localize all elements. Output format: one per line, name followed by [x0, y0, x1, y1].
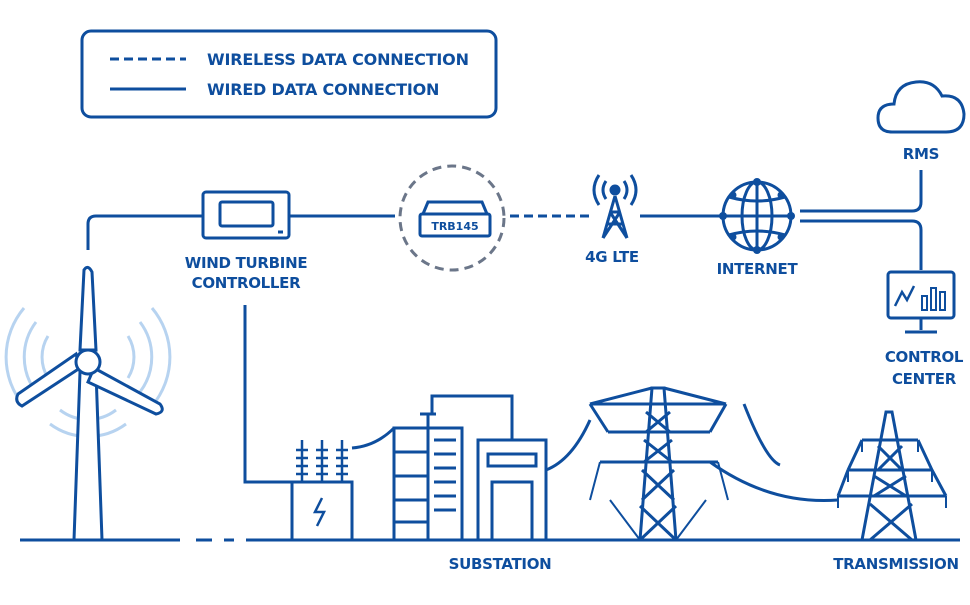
- substation-feed-wire: [351, 426, 396, 450]
- controller-screen-icon: [201, 190, 291, 240]
- turbine-tower: [72, 370, 104, 542]
- lightning-symbol: [312, 497, 327, 527]
- legend-wired-label: WIRED DATA CONNECTION: [207, 80, 439, 99]
- router-device-icon: [418, 200, 492, 238]
- internet-to-rms-line: [800, 170, 923, 213]
- controller-label-line1: WIND TURBINE: [185, 254, 308, 272]
- turbine-blade-up: [78, 265, 98, 352]
- control-center-node: CONTROL CENTER: [885, 270, 964, 388]
- substation-icon: [290, 394, 592, 542]
- wind-turbine-icon: [4, 265, 172, 542]
- legend-box: [80, 29, 498, 119]
- lte-label: 4G LTE: [585, 248, 639, 266]
- controller-to-substation-line: [243, 305, 292, 484]
- control-center-label-line2: CENTER: [892, 370, 957, 388]
- turbine-blade-right: [86, 365, 164, 416]
- transmission-label: TRANSMISSION: [833, 555, 958, 573]
- substation-label: SUBSTATION: [449, 555, 552, 573]
- power-pylon-icon: [588, 386, 781, 542]
- controller-label-line2: CONTROLLER: [192, 274, 302, 292]
- lte-node: 4G LTE: [585, 174, 639, 266]
- router-badge: TRB145: [431, 220, 478, 233]
- transmission-tower-icon: [836, 410, 948, 542]
- insulators: [296, 440, 348, 482]
- cloud-icon: [876, 80, 966, 134]
- rms-node: RMS: [876, 80, 966, 163]
- legend: WIRELESS DATA CONNECTION WIRED DATA CONN…: [80, 29, 498, 119]
- control-center-label-line1: CONTROL: [885, 348, 964, 366]
- rms-label: RMS: [903, 145, 939, 163]
- cell-tower-icon: [592, 174, 638, 239]
- connections: [86, 170, 923, 502]
- globe-nodes: [719, 178, 795, 254]
- substation-top-pipe: [420, 394, 514, 440]
- router-node: TRB145: [398, 164, 506, 272]
- monitor-chart-icon: [886, 270, 956, 334]
- wind-turbine-controller: WIND TURBINE CONTROLLER: [185, 190, 308, 292]
- turbine-blade-left: [15, 351, 82, 408]
- internet-to-control-center-line: [800, 219, 923, 270]
- substation-out-wire: [545, 419, 592, 472]
- internet-node: INTERNET: [717, 178, 799, 278]
- turbine-hub: [74, 348, 102, 376]
- transmission-wire: [709, 460, 839, 502]
- turbine-to-controller-line: [86, 214, 203, 250]
- internet-label: INTERNET: [717, 260, 799, 278]
- legend-wireless-label: WIRELESS DATA CONNECTION: [207, 50, 469, 69]
